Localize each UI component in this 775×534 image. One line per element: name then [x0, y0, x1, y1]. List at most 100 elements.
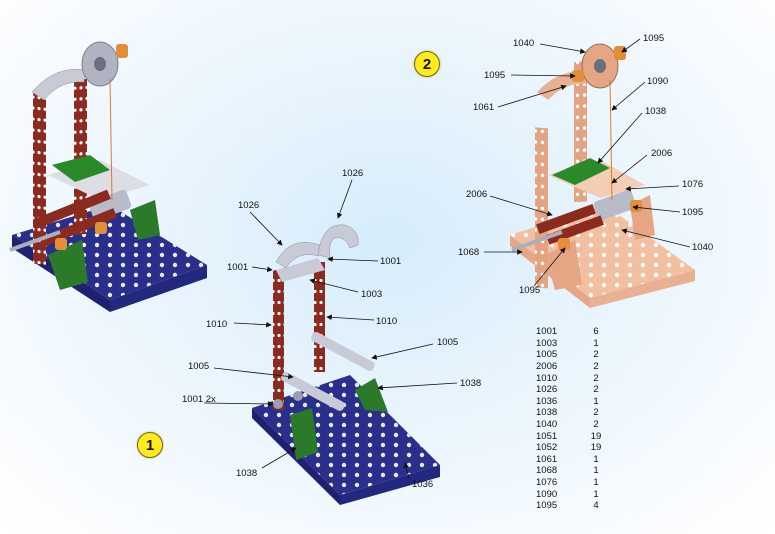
part-qty: 1 — [593, 453, 599, 465]
step-badge-1: 1 — [137, 432, 163, 458]
flat-strip-1005 — [281, 371, 345, 411]
part-id: 1038 — [536, 407, 558, 419]
part-id: 1052 — [536, 442, 558, 454]
callout-1076: 1076 — [682, 179, 703, 190]
red-strip — [41, 208, 118, 247]
part-id: 1040 — [536, 419, 558, 431]
parts-list-row: 1001 6 — [528, 326, 608, 338]
part-qty: 2 — [593, 372, 599, 384]
parts-list-row: 1010 2 — [528, 372, 608, 384]
step2-callout-lines — [484, 38, 691, 287]
part-id: 1051 — [536, 430, 558, 442]
part-id: 1076 — [536, 477, 558, 489]
axle-block — [88, 189, 132, 221]
callout-1061: 1061 — [473, 102, 494, 113]
part-id: 2006 — [536, 361, 558, 373]
axle-block — [593, 189, 637, 221]
parts-list-row: 1036 1 — [528, 396, 608, 408]
callout-1038: 1038 — [645, 106, 666, 117]
callout-1010: 1010 — [206, 319, 227, 330]
red-strip — [536, 204, 596, 234]
callout-1040: 1040 — [513, 38, 534, 49]
parts-list: 1001 6 1003 1 1005 2 2006 2 1010 2 1026 2 1036 1 1038 2… — [528, 326, 608, 512]
callout-1040: 1040 — [692, 242, 713, 253]
green-plate — [552, 158, 610, 185]
parts-list-row: 1003 1 — [528, 338, 608, 350]
finished-model — [9, 41, 207, 312]
green-bracket — [355, 378, 388, 412]
red-strip — [546, 215, 604, 245]
callout-1095: 1095 — [484, 70, 505, 81]
part-qty: 1 — [593, 488, 599, 500]
step2-callouts: 1040 1095 1095 1090 1061 1038 2006 2006 … — [458, 33, 713, 296]
part-id: 1003 — [536, 337, 558, 349]
part-qty: 19 — [590, 442, 602, 454]
part-id: 1090 — [536, 488, 558, 500]
callout-2006: 2006 — [466, 189, 487, 200]
callout-1001: 1001 — [380, 256, 401, 267]
part-id: 1068 — [536, 465, 558, 477]
callout-1026: 1026 — [238, 200, 259, 211]
part-qty: 1 — [593, 477, 599, 489]
part-qty: 2 — [593, 384, 599, 396]
part-qty: 2 — [593, 349, 599, 361]
parts-list-row: 1076 1 — [528, 477, 608, 489]
callout-1010: 1010 — [376, 316, 397, 327]
parts-list-row: 1061 1 — [528, 454, 608, 466]
part-qty: 6 — [593, 326, 599, 338]
callout-1001: 1001 — [227, 262, 248, 273]
parts-list-row: 1026 2 — [528, 384, 608, 396]
flat-strip-1005 — [311, 331, 375, 371]
part-qty: 2 — [593, 419, 599, 431]
parts-list-row: 1038 2 — [528, 407, 608, 419]
part-qty: 19 — [590, 430, 602, 442]
part-qty: 1 — [593, 465, 599, 477]
green-bracket — [48, 240, 88, 290]
step1-assembly — [252, 224, 440, 505]
step2-assembly — [510, 43, 695, 308]
string — [109, 77, 113, 201]
parts-list-row: 1090 1 — [528, 488, 608, 500]
red-strip — [32, 189, 111, 229]
callout-1068: 1068 — [458, 247, 479, 258]
callout-1003: 1003 — [361, 289, 382, 300]
parts-list-row: 2006 2 — [528, 361, 608, 373]
callout-1090: 1090 — [647, 76, 668, 87]
parts-list-row: 1040 2 — [528, 419, 608, 431]
step1-callouts: 1026 1026 1001 1001 1003 1010 1010 1005 … — [182, 168, 481, 490]
side-bracket — [545, 240, 582, 290]
top-arc — [31, 69, 86, 101]
callout-1038: 1038 — [236, 468, 257, 479]
part-qty: 1 — [593, 337, 599, 349]
callout-1095: 1095 — [682, 207, 703, 218]
part-id: 1005 — [536, 349, 558, 361]
callout-2006: 2006 — [651, 148, 672, 159]
callout-1005: 1005 — [188, 361, 209, 372]
cross-plate — [276, 258, 325, 282]
callout-1036: 1036 — [412, 479, 433, 490]
arc-1026 — [275, 242, 321, 269]
green-bracket — [130, 200, 160, 240]
step1-callout-lines — [203, 179, 458, 479]
part-id: 1010 — [536, 372, 558, 384]
callout-1026: 1026 — [342, 168, 363, 179]
part-qty: 2 — [593, 407, 599, 419]
step-badge-2: 2 — [414, 51, 440, 77]
callout-1095: 1095 — [643, 33, 664, 44]
part-id: 1061 — [536, 453, 558, 465]
part-id: 1026 — [536, 384, 558, 396]
part-id: 1001 — [536, 326, 558, 338]
arc-1026 — [317, 224, 359, 259]
callout-1038: 1038 — [460, 378, 481, 389]
parts-list-row: 1068 1 — [528, 465, 608, 477]
parts-list-row: 1095 4 — [528, 500, 608, 512]
callout-1005: 1005 — [437, 337, 458, 348]
part-id: 1095 — [536, 500, 558, 512]
part-qty: 2 — [593, 361, 599, 373]
callout-1095: 1095 — [519, 285, 540, 296]
part-id: 1036 — [536, 395, 558, 407]
part-qty: 1 — [593, 395, 599, 407]
part-qty: 4 — [593, 500, 599, 512]
parts-list-row: 1005 2 — [528, 349, 608, 361]
